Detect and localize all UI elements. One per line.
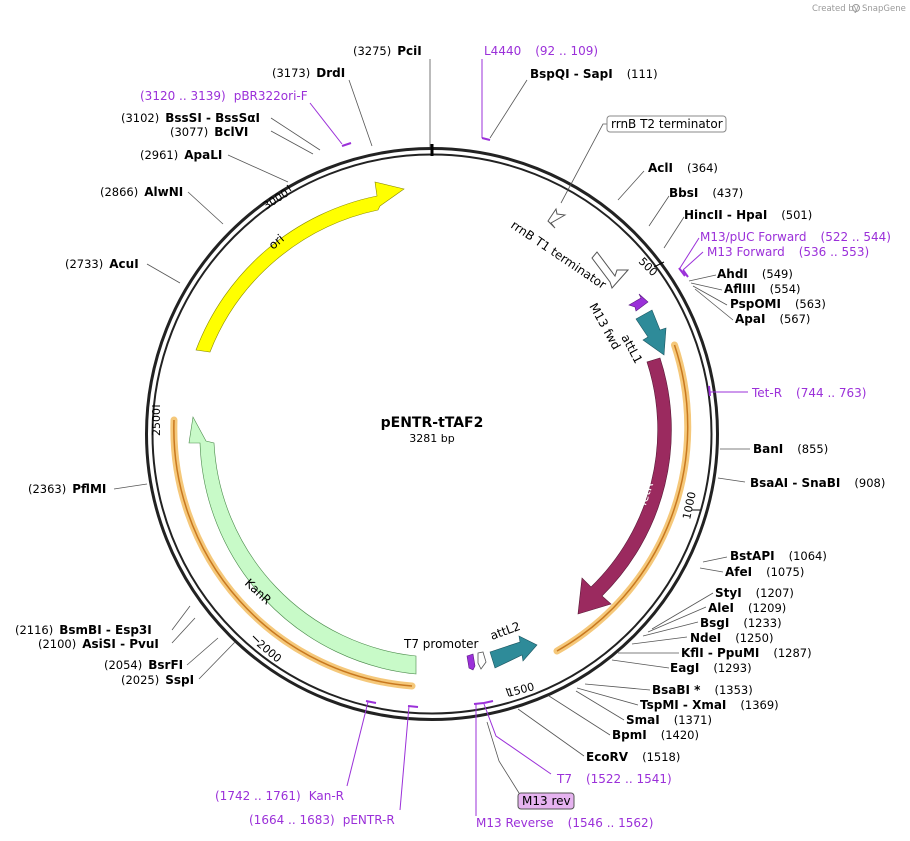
enzyme-bsabi: BsaBI *(1353) xyxy=(652,683,753,697)
enzyme-bsrfi: (2054)BsrFI xyxy=(104,658,183,672)
plasmid-size: 3281 bp xyxy=(409,432,454,445)
attl2-feature[interactable] xyxy=(489,635,538,669)
enzyme-bsssi: (3102)BssSI - BssSαI xyxy=(121,111,260,125)
primer-pentr-r: (1664 .. 1683)pENTR-R xyxy=(249,813,395,827)
enzyme-styi: StyI(1207) xyxy=(715,586,794,600)
enzyme-sspi: (2025)SspI xyxy=(121,673,194,687)
enzyme-acli: AclI(364) xyxy=(648,161,718,175)
m13-fwd-feature xyxy=(628,293,649,312)
enzyme-bsaai: BsaAI - SnaBI(908) xyxy=(750,476,885,490)
snapgene-logo-icon xyxy=(852,4,860,12)
plasmid-name: pENTR-tTAF2 xyxy=(381,415,484,431)
primer-m13-reverse: M13 Reverse(1546 .. 1562) xyxy=(476,816,653,830)
rrnb-t1-terminator-label: rrnB T1 terminator xyxy=(508,218,608,292)
rrnb-t1-terminator-feature xyxy=(591,251,630,289)
attl1-feature[interactable] xyxy=(635,309,667,356)
enzyme-eagi: EagI(1293) xyxy=(670,661,752,675)
m13-rev-tag: M13 rev xyxy=(517,792,575,810)
enzyme-alwni: (2866)AlwNI xyxy=(100,185,183,199)
primer-m13-puc-forward: M13/pUC Forward(522 .. 544) xyxy=(700,230,891,244)
enzyme-asisi: (2100)AsiSI - PvuI xyxy=(38,637,159,651)
primer-labels: L4440(92 .. 109) (3120 .. 3139)pBR322ori… xyxy=(140,44,891,830)
enzyme-afliii: AflIII(554) xyxy=(724,282,801,296)
tick-2500: 2500 xyxy=(150,408,163,436)
enzyme-ndei: NdeI(1250) xyxy=(690,631,774,645)
enzyme-bsmbi: (2116)BsmBI - Esp3I xyxy=(15,623,152,637)
enzyme-bsgi: BsgI(1233) xyxy=(700,616,782,630)
primer-m13-forward: M13 Forward(536 .. 553) xyxy=(707,245,869,259)
enzyme-smai: SmaI(1371) xyxy=(626,713,712,727)
enzyme-afei: AfeI(1075) xyxy=(725,565,804,579)
tick-3000: 3000 xyxy=(261,186,292,212)
enzyme-ahdi: AhdI(549) xyxy=(717,267,793,281)
created-by-text: Created by xyxy=(812,4,859,14)
primer-l4440: L4440(92 .. 109) xyxy=(484,44,598,58)
tetr-feature[interactable] xyxy=(577,357,672,615)
enzyme-apali: (2961)ApaLI xyxy=(140,148,222,162)
enzyme-ecorv: EcoRV(1518) xyxy=(586,750,680,764)
enzyme-bbsi: BbsI(437) xyxy=(669,186,743,200)
rrnb-t2-terminator-tag: rrnB T2 terminator xyxy=(606,115,727,133)
enzyme-pcii: (3275)PciI xyxy=(353,44,422,58)
snapgene-brand-text: SnapGene xyxy=(862,4,906,14)
kanr-feature[interactable] xyxy=(188,416,417,675)
rrnb-t2-terminator-feature xyxy=(547,207,567,229)
t7-terminator-feature xyxy=(477,651,487,670)
t7-promoter-label: T7 promoter xyxy=(403,637,479,651)
enzyme-kfli: KflI - PpuMI(1287) xyxy=(681,646,812,660)
attl1-label: attL1 xyxy=(618,332,645,366)
ori-feature[interactable] xyxy=(195,181,405,353)
primer-pbr322ori-f: (3120 .. 3139)pBR322ori-F xyxy=(140,89,308,103)
primer-leader-lines xyxy=(309,59,748,816)
enzyme-bstapi: BstAPI(1064) xyxy=(730,549,827,563)
enzyme-apai: ApaI(567) xyxy=(735,312,810,326)
m13-rev-tag-text: M13 rev xyxy=(522,794,571,808)
enzyme-acui: (2733)AcuI xyxy=(65,257,139,271)
enzyme-pflmi: (2363)PflMI xyxy=(28,482,106,496)
t7-promoter-feature xyxy=(466,653,476,671)
primer-tet-r: Tet-R(744 .. 763) xyxy=(751,386,866,400)
enzyme-bspqi: BspQI - SapI(111) xyxy=(530,67,658,81)
tick-1000: 1000 xyxy=(680,491,699,521)
rrnb-t2-terminator-tag-text: rrnB T2 terminator xyxy=(611,117,723,131)
m13-fwd-label: M13 fwd xyxy=(586,301,623,352)
primer-t7: T7(1522 .. 1541) xyxy=(556,772,672,786)
enzyme-drdi: (3173)DrdI xyxy=(272,66,345,80)
primer-marks xyxy=(341,137,711,708)
enzyme-labels: (3275)PciI (3173)DrdI (3102)BssSI - BssS… xyxy=(15,44,885,764)
enzyme-bpmi: BpmI(1420) xyxy=(612,728,699,742)
enzyme-alei: AleI(1209) xyxy=(708,601,786,615)
enzyme-hincii: HincII - HpaI(501) xyxy=(684,208,812,222)
primer-kan-r: (1742 .. 1761)Kan-R xyxy=(215,789,344,803)
backbone xyxy=(145,144,719,721)
enzyme-tspmi: TspMI - XmaI(1369) xyxy=(640,698,779,712)
enzyme-pspomi: PspOMI(563) xyxy=(730,297,826,311)
enzyme-bclvi: (3077)BclVI xyxy=(170,125,248,139)
attl2-label: attL2 xyxy=(488,619,522,643)
enzyme-bani: BanI(855) xyxy=(753,442,828,456)
tick-1500: 1500 xyxy=(505,680,535,700)
